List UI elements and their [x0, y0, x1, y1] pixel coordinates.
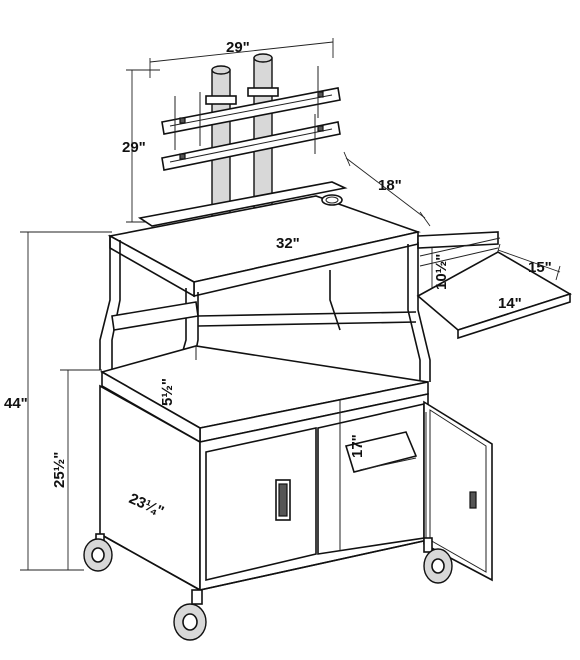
cable-grommet [321, 194, 343, 206]
label-cabinet-height: 25½" [51, 452, 68, 488]
keyboard-tray [416, 231, 572, 340]
label-keyboard-depth: 15" [528, 259, 552, 276]
cabinet [99, 384, 493, 592]
mount-base [137, 181, 348, 227]
monitor-mount [137, 53, 348, 227]
casters [83, 533, 453, 641]
cabinet-interior [317, 402, 425, 555]
label-mount-height: 29" [122, 139, 146, 156]
label-keyboard-width: 14" [498, 295, 522, 312]
cabinet-inner-shelf [344, 431, 418, 473]
label-shelf-clearance: 10½" [433, 254, 450, 290]
label-overall-height: 44" [4, 395, 28, 412]
label-top-width: 32" [276, 235, 300, 252]
middle-shelf [99, 345, 429, 444]
label-cabinet-shelf-height: 17" [349, 434, 366, 458]
label-gap-height: 5½" [159, 378, 176, 406]
cabinet-door-left [205, 427, 317, 582]
top-shelf [107, 194, 421, 298]
label-depth: 18" [378, 177, 402, 194]
label-mount-width: 29" [226, 39, 250, 56]
cabinet-door-open [423, 400, 493, 582]
